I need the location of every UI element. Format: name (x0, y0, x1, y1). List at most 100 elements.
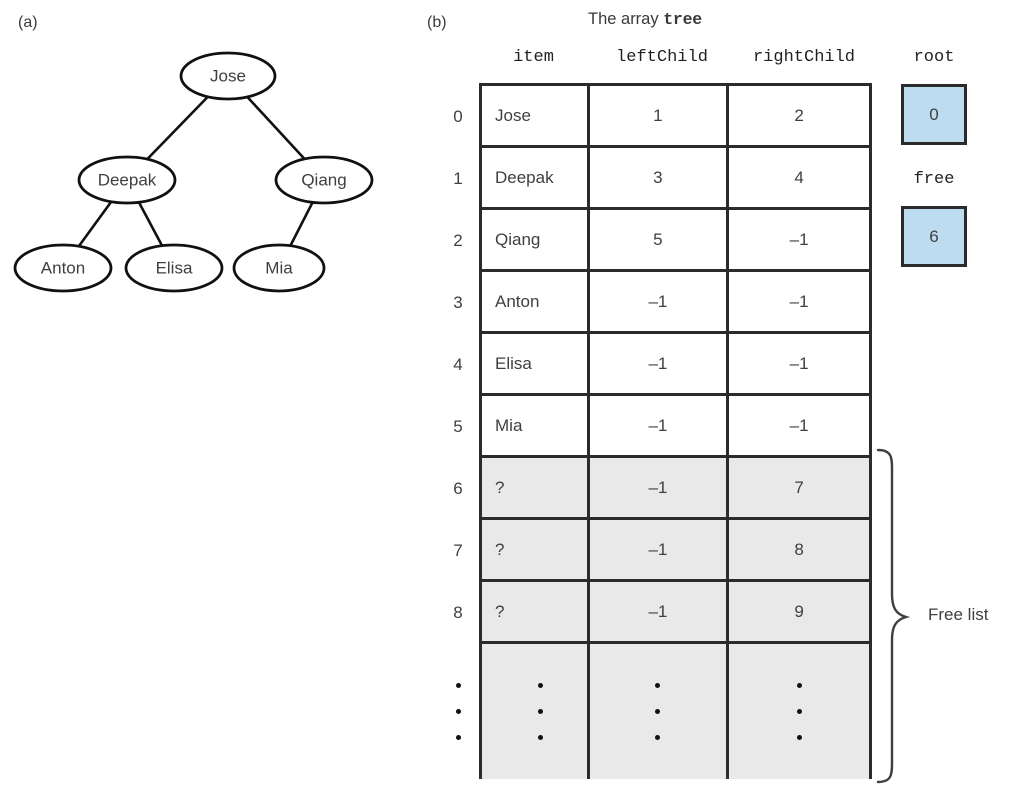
row-index: 2 (453, 231, 463, 250)
cell-leftchild: 3 (590, 148, 730, 207)
vertical-ellipsis (590, 683, 727, 740)
tree-edge-jose-deepak (146, 95, 209, 161)
cell-rightchild: 9 (794, 601, 804, 621)
row-index: 6 (453, 479, 463, 498)
tree-node-label: Anton (41, 258, 85, 277)
cell-rightchild: –1 (789, 415, 809, 435)
cell-rightchild: 4 (794, 167, 804, 187)
free-box: 6 (901, 206, 967, 267)
table-row-cells: Mia–1–1 (482, 396, 869, 458)
cell-item (482, 644, 590, 779)
array-title: The array tree (588, 10, 702, 29)
array-figure: (b) The array tree item leftChild rightC… (420, 0, 1024, 803)
tree-node-label: Elisa (156, 258, 193, 277)
table-row-cells (482, 644, 869, 779)
cell-rightchild: –1 (789, 291, 809, 311)
tree-node-ellipse (77, 155, 177, 205)
free-list-brace (876, 448, 911, 784)
row-index: 5 (453, 417, 463, 436)
tree-node-ellipse (232, 243, 326, 293)
cell-item: ? (482, 458, 590, 517)
cell-item: Mia (482, 396, 590, 455)
free-value: 6 (929, 226, 939, 246)
tree-node-anton: Anton (13, 243, 113, 293)
free-label: free (913, 170, 955, 189)
column-header-leftchild: leftChild (616, 48, 708, 67)
tree-edge-deepak-elisa (137, 201, 164, 247)
table-row (455, 644, 869, 779)
array-title-prefix: The array (588, 10, 664, 28)
tree-node-ellipse (13, 243, 113, 293)
tree-node-elisa: Elisa (124, 243, 224, 293)
tree-node-label: Deepak (98, 170, 157, 189)
cell-item: Deepak (482, 148, 590, 207)
vertical-ellipsis (495, 683, 587, 740)
table-row-cells: Elisa–1–1 (482, 334, 869, 396)
panel-a-label: (a) (18, 14, 38, 31)
free-list-label: Free list (928, 605, 989, 624)
cell-leftchild: –1 (590, 272, 730, 331)
table-row-cells: Anton–1–1 (482, 272, 869, 334)
tree-node-deepak: Deepak (77, 155, 177, 205)
row-index: 8 (453, 603, 463, 622)
tree-node-ellipse (274, 155, 374, 205)
tree-edges (77, 95, 314, 248)
tree-node-label: Qiang (301, 170, 346, 189)
cell-leftchild: 1 (590, 86, 730, 145)
cell-leftchild (590, 644, 730, 779)
tree-node-ellipse (124, 243, 224, 293)
row-index: 4 (453, 355, 463, 374)
table-row: 8?–1 9 (453, 582, 869, 644)
table-row: 6?–1 7 (453, 458, 869, 520)
row-index: 1 (453, 169, 463, 188)
root-label: root (913, 48, 955, 67)
cell-leftchild: –1 (590, 520, 730, 579)
array-title-name: tree (663, 10, 703, 29)
cell-rightchild: 8 (794, 539, 804, 559)
row-index-ellipsis (445, 644, 471, 779)
tree-edge-jose-qiang (246, 96, 306, 160)
cell-item: Elisa (482, 334, 590, 393)
cell-item: Anton (482, 272, 590, 331)
cell-rightchild: –1 (789, 229, 809, 249)
tree-node-label: Jose (210, 66, 246, 85)
cell-leftchild: –1 (590, 458, 730, 517)
tree-node-mia: Mia (232, 243, 326, 293)
tree-node-jose: Jose (179, 51, 277, 101)
cell-rightchild: –1 (789, 353, 809, 373)
vertical-ellipsis (729, 683, 869, 740)
table-row-cells: ?–1 7 (482, 458, 869, 520)
cell-item: Jose (482, 86, 590, 145)
tree-node-qiang: Qiang (274, 155, 374, 205)
cell-rightchild (729, 644, 869, 779)
root-box: 0 (901, 84, 967, 145)
row-index: 3 (453, 293, 463, 312)
column-header-rightchild: rightChild (752, 48, 856, 67)
panel-b-label: (b) (427, 14, 447, 31)
cell-leftchild: –1 (590, 582, 730, 641)
tree-node-ellipse (179, 51, 277, 101)
tree-edge-deepak-anton (77, 200, 113, 248)
cell-leftchild: –1 (590, 334, 730, 393)
cell-item: ? (482, 582, 590, 641)
row-index: 7 (453, 541, 463, 560)
tree-node-label: Mia (265, 258, 293, 277)
cell-rightchild: 7 (794, 477, 804, 497)
root-value: 0 (929, 104, 939, 124)
row-index: 0 (453, 107, 463, 126)
